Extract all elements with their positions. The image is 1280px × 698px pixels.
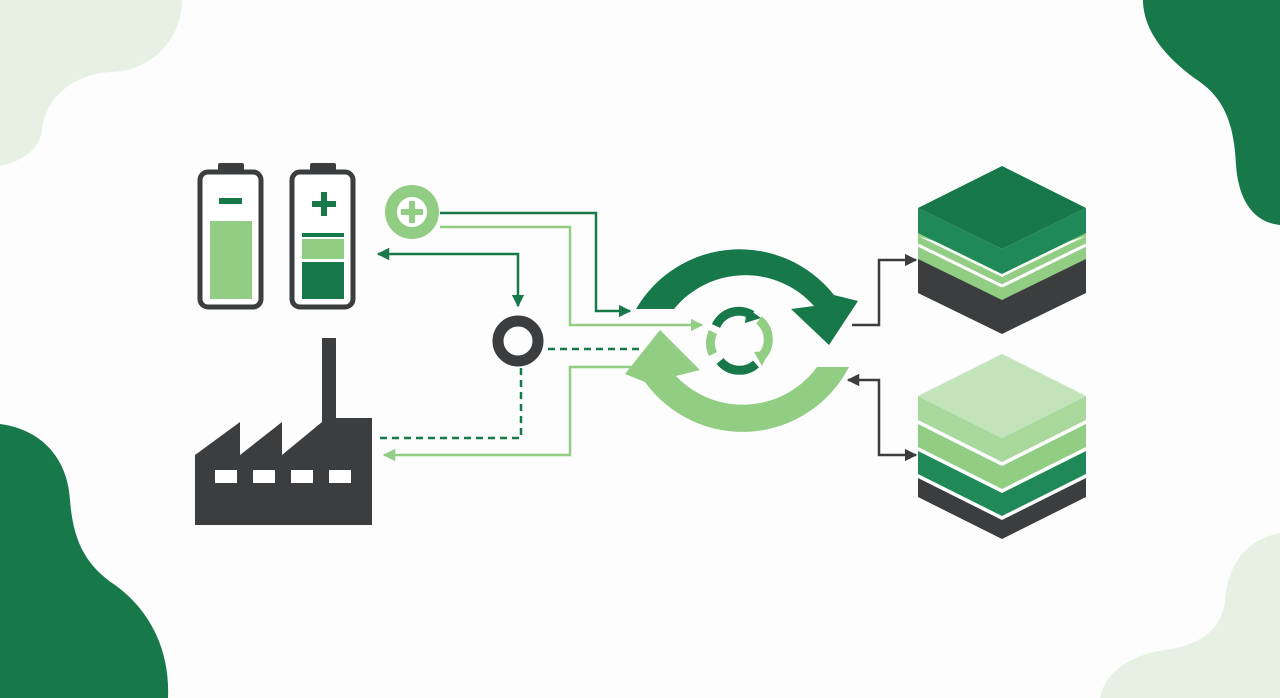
connector-battery-junction [376, 247, 525, 308]
battery-negative-icon [197, 163, 264, 310]
cycle-arrow-dark [636, 249, 858, 345]
connector-cycle-bottom-stack [846, 373, 918, 462]
blob-top-right [1143, 0, 1280, 225]
connector-junction-factory [378, 368, 523, 440]
layer-stack-icon [917, 354, 1087, 539]
plus-circle-icon [385, 185, 439, 239]
connector-token-cycle-dark [440, 211, 632, 318]
cycle-arrow-light [625, 330, 849, 432]
factory-icon [195, 338, 372, 525]
connector-token-cycle-light [440, 225, 704, 332]
inner-cycle-icon [705, 306, 773, 375]
connectors [376, 211, 918, 462]
ring-junction-icon [492, 315, 544, 367]
connector-cycle-factory [382, 365, 640, 462]
connector-cycle-top-stack [852, 253, 918, 327]
blob-top-left [0, 0, 182, 166]
layer-stack-icon [917, 166, 1087, 334]
battery-positive-icon [289, 163, 356, 310]
blob-bottom-left [0, 424, 169, 698]
recycle-cycle-icon [625, 249, 858, 432]
blob-bottom-right [1100, 533, 1280, 698]
